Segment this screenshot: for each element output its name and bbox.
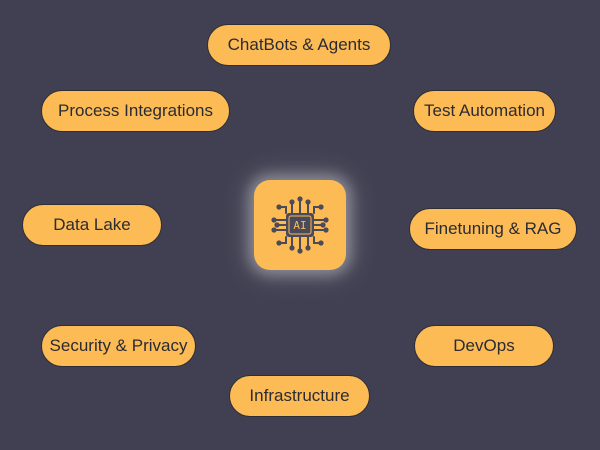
node-process-integrations: Process Integrations	[41, 90, 230, 132]
node-label: DevOps	[453, 336, 515, 355]
node-test-automation: Test Automation	[413, 90, 556, 132]
node-data-lake: Data Lake	[22, 204, 162, 246]
node-security-privacy: Security & Privacy	[41, 325, 196, 367]
node-label: Finetuning & RAG	[424, 219, 562, 238]
hub-label: AI	[293, 219, 306, 232]
node-label: Test Automation	[424, 101, 545, 120]
node-label: Data Lake	[53, 215, 131, 234]
node-infrastructure: Infrastructure	[229, 375, 370, 417]
node-label: Security & Privacy	[49, 336, 188, 355]
ai-chip-icon: AI	[271, 196, 329, 254]
node-label: ChatBots & Agents	[227, 35, 371, 54]
node-chatbots-agents: ChatBots & Agents	[207, 24, 391, 66]
node-finetuning-rag: Finetuning & RAG	[409, 208, 577, 250]
node-label: Infrastructure	[249, 386, 350, 405]
node-devops: DevOps	[414, 325, 554, 367]
ai-hub: AI	[254, 180, 346, 270]
node-label: Process Integrations	[58, 101, 213, 120]
